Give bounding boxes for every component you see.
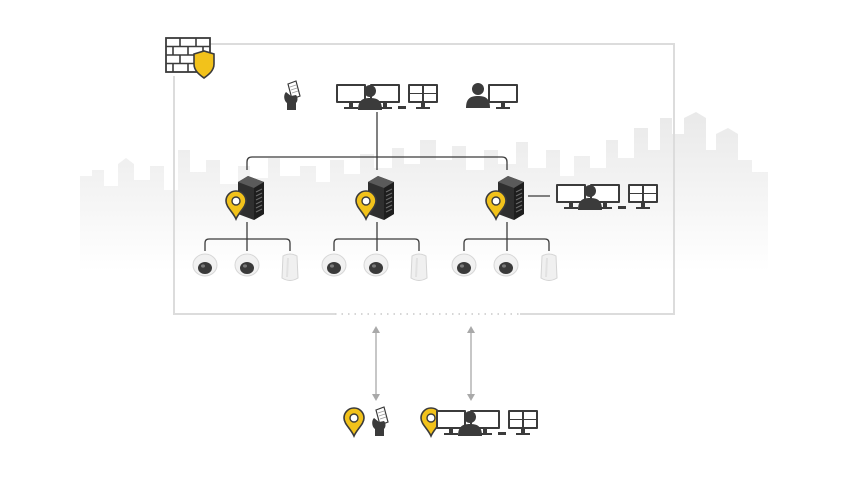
city-skyline-background [80,112,768,272]
remote-operator-client [420,407,538,437]
operator-workstation-icon [336,84,438,110]
firewall-shield-icon [165,37,215,79]
dome-camera-icon [192,253,218,277]
bullet-sensor-icon [281,253,299,282]
dome-camera-icon [321,253,347,277]
dome-camera-icon [493,253,519,277]
mobile-client-icon [283,80,301,111]
bullet-sensor-icon [410,253,428,282]
remote-mobile-client [343,406,389,437]
dome-camera-icon [451,253,477,277]
site-boundary-frame [173,43,675,315]
bullet-sensor-icon [540,253,558,282]
operator-workstation-icon [436,410,538,436]
dome-camera-icon [363,253,389,277]
admin-workstation-icon [466,83,518,109]
location-pin-icon [343,407,365,437]
mobile-client-icon [371,406,389,437]
network-links [204,112,550,251]
remote-access-arrows [372,326,475,401]
dome-camera-icon [234,253,260,277]
local-operator-workstation-icon [556,184,658,210]
